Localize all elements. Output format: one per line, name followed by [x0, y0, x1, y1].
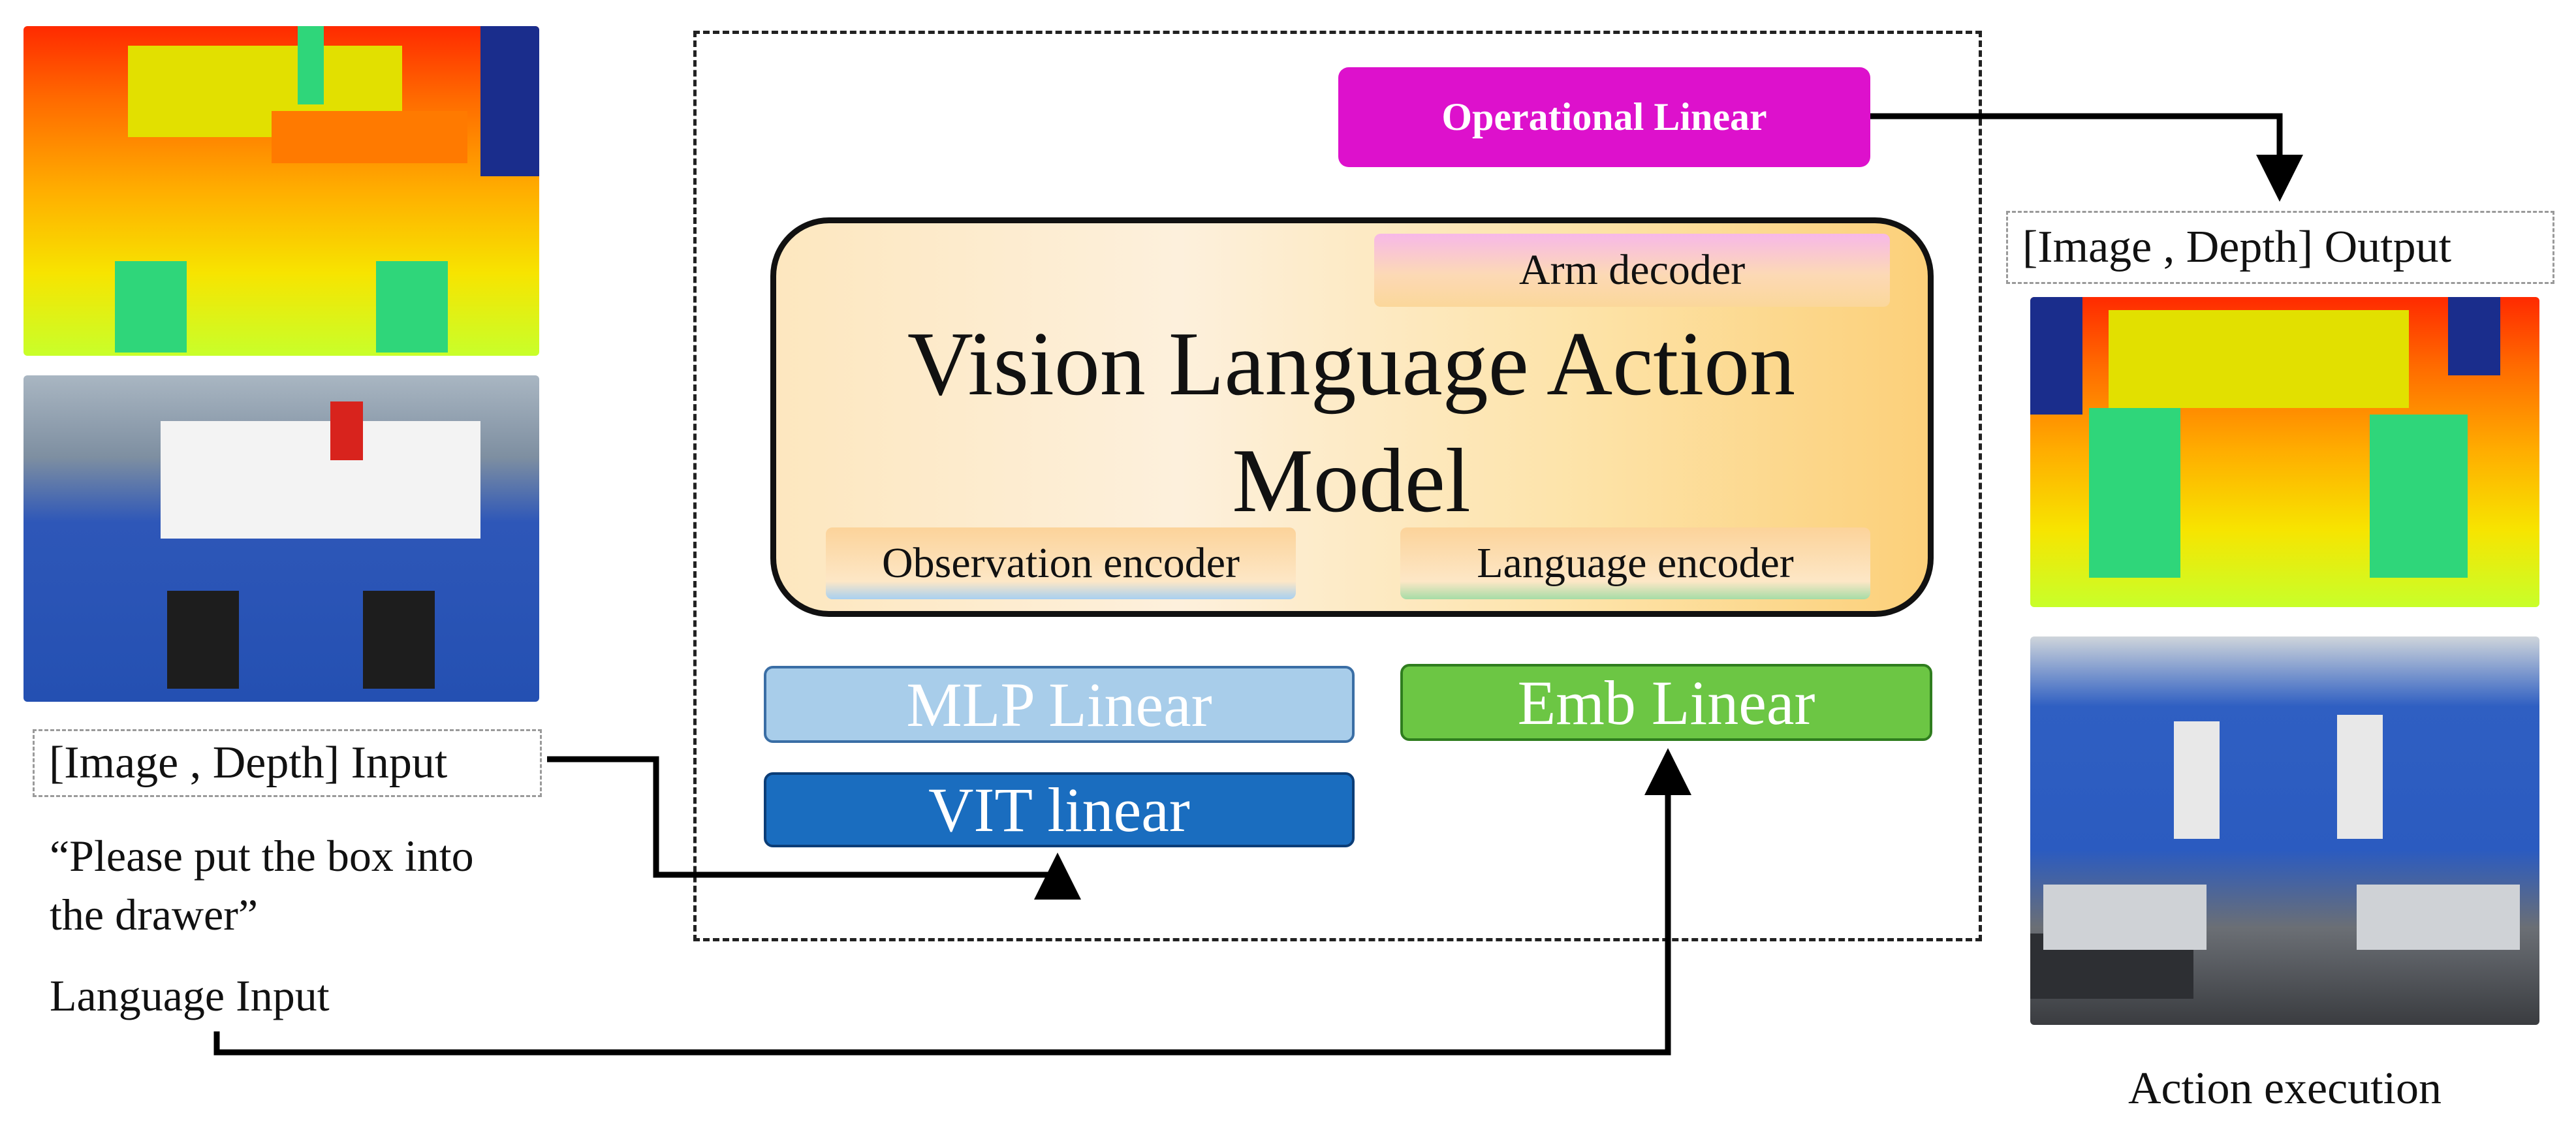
mlp-linear-block: MLP Linear: [764, 666, 1355, 743]
language-encoder-block: Language encoder: [1400, 527, 1870, 599]
image-depth-input-label: [Image , Depth] Input: [33, 729, 542, 797]
image-depth-output-label: [Image , Depth] Output: [2006, 211, 2554, 284]
arm-decoder-block: Arm decoder: [1374, 234, 1890, 307]
image-input-to-vit-arrow: [547, 756, 1081, 900]
output-robot-photo: [2030, 636, 2539, 1025]
model-frame: [693, 31, 1982, 941]
language-input-label: Language Input: [50, 971, 330, 1020]
model-title-line1: Vision Language Action: [907, 313, 1796, 415]
model-title-line2: Model: [1232, 430, 1471, 531]
vit-linear-block: VIT linear: [764, 772, 1355, 847]
input-depth-map: [24, 26, 539, 356]
action-execution-label: Action execution: [2128, 1063, 2442, 1114]
operational-to-output-arrow: [1870, 113, 2303, 202]
instruction-text-line1: “Please put the box into: [50, 831, 474, 881]
language-input-to-emb-arrow: [213, 748, 1691, 1056]
observation-encoder-block: Observation encoder: [826, 527, 1296, 599]
emb-linear-block: Emb Linear: [1400, 664, 1932, 741]
instruction-text-line2: the drawer”: [50, 890, 259, 939]
output-depth-map: [2030, 297, 2539, 607]
input-camera-photo: [24, 375, 539, 702]
operational-linear-block: Operational Linear: [1338, 67, 1870, 167]
